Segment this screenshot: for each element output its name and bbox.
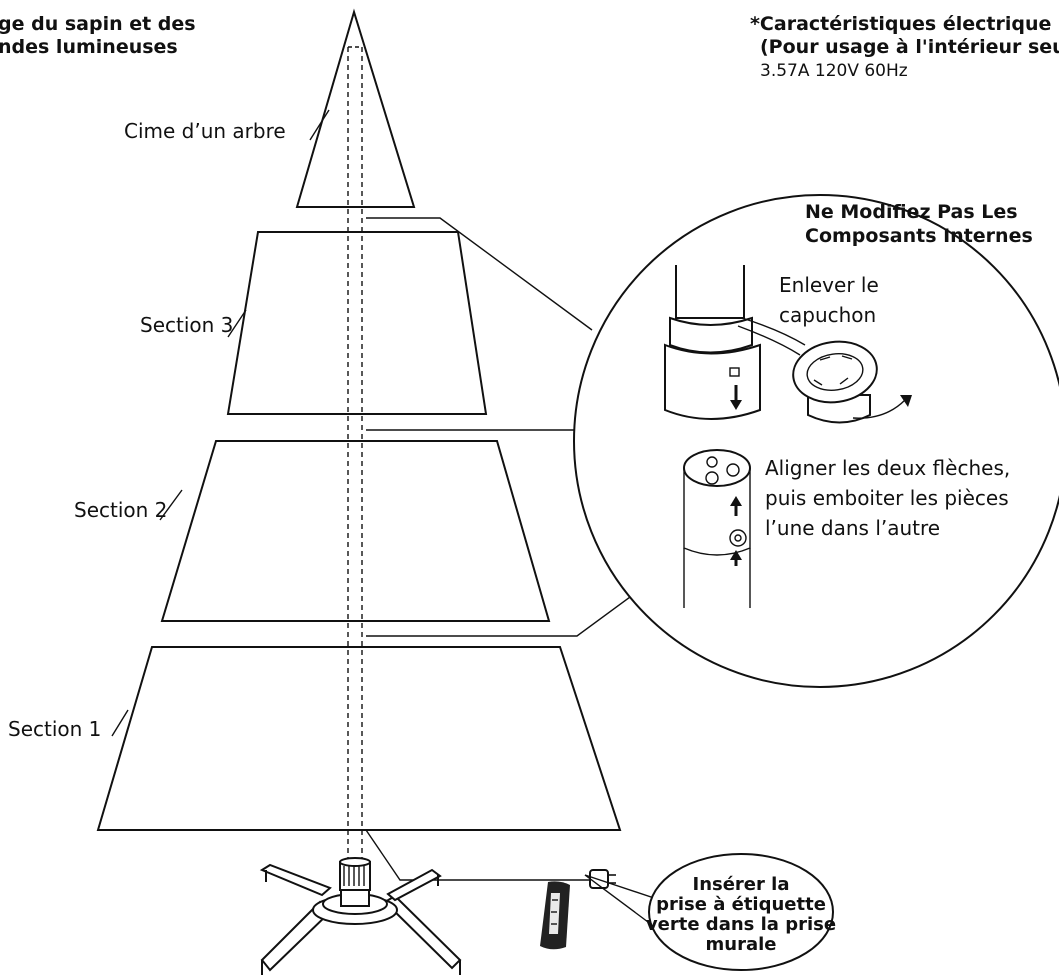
bubble-line4: murale: [706, 934, 777, 955]
electrical-spec-line2: (Pour usage à l'intérieur seu: [760, 36, 1059, 58]
warning-line1: Ne Modifiez Pas Les: [805, 201, 1018, 223]
detail-align-line2: puis emboiter les pièces: [765, 486, 1009, 510]
label-section-1: Section 1: [8, 717, 101, 741]
detail-align-line1: Aligner les deux flèches,: [765, 456, 1010, 480]
detail-cap-line1: Enlever le: [779, 273, 879, 297]
cap-assembly: [737, 317, 912, 424]
arrow-up-icon-2: [730, 550, 742, 560]
warning-line2: Composants Internes: [805, 225, 1033, 247]
tree-section-3: [226, 231, 488, 415]
callout-connector-top: [366, 217, 593, 331]
pole-upper-connector: [664, 265, 761, 420]
tree-top-cone: [295, 8, 416, 208]
detail-cap-line2: capuchon: [779, 303, 876, 327]
leader-section-2: [159, 489, 183, 521]
label-section-2: Section 2: [74, 498, 167, 522]
bubble-line2: prise à étiquette: [656, 894, 826, 915]
leader-section-1: [111, 709, 129, 737]
rotate-arrow-icon: [852, 399, 906, 419]
tree-section-2: [160, 440, 551, 622]
header-title-line1: ge du sapin et des: [0, 13, 196, 35]
power-plug-icon: [589, 869, 616, 889]
arrow-up-icon: [730, 496, 742, 506]
removed-cap: [792, 340, 878, 404]
label-section-3: Section 3: [140, 313, 233, 337]
electrical-spec-line3: 3.57A 120V 60Hz: [760, 61, 908, 81]
power-cord: [365, 829, 590, 881]
bubble-line3: verte dans la prise: [646, 914, 836, 935]
leader-tree-top: [309, 109, 330, 141]
pole-lower-connector: [683, 449, 751, 608]
plug-instruction-bubble: [584, 853, 834, 971]
arrow-down-icon: [730, 400, 742, 410]
bubble-line1: Insérer la: [693, 874, 790, 895]
electrical-spec-line1: *Caractéristiques électrique: [750, 13, 1051, 35]
center-pole: [347, 46, 363, 885]
detail-align-line3: l’une dans l’autre: [765, 516, 940, 540]
label-tree-top: Cime d’un arbre: [124, 119, 286, 143]
leader-section-3: [227, 309, 247, 338]
tree-section-1: [96, 646, 622, 831]
wall-plug-tag-icon: [540, 881, 570, 950]
tree-stand: [259, 857, 462, 975]
header-title-line2: ndes lumineuses: [0, 36, 178, 58]
detail-callout-circle: [573, 194, 1059, 688]
